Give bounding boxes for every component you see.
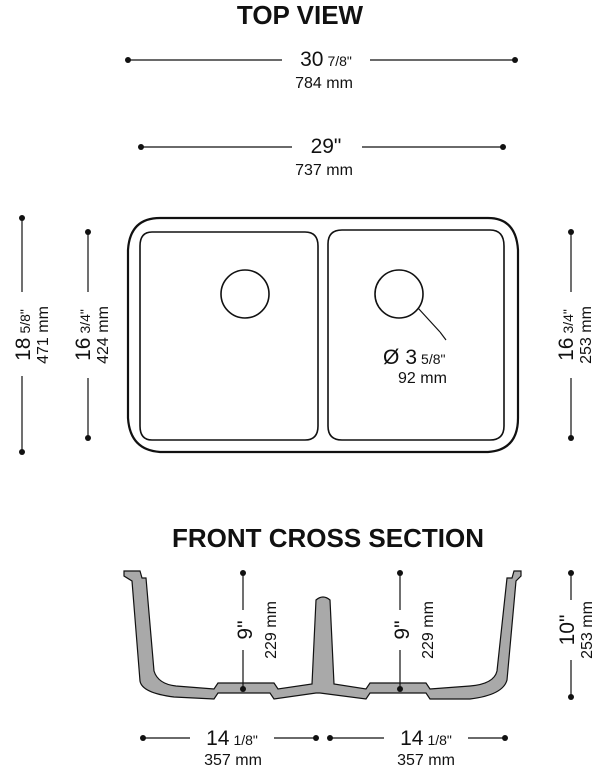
- section-right-width-mm: 357 mm: [397, 752, 455, 769]
- right-bowl-depth-dimension: 163/4" 253 mm: [555, 229, 595, 441]
- right-bowl: [327, 229, 505, 441]
- overall-depth-label: 185/8": [12, 309, 35, 361]
- top-view-title: TOP VIEW: [237, 0, 364, 30]
- inner-width-label: 29": [311, 135, 342, 158]
- section-wall-profile: [123, 570, 522, 700]
- inner-width-dimension: 29" 737 mm: [138, 135, 506, 179]
- left-bowl-depth-label: 163/4": [72, 309, 95, 361]
- drain-diameter-mm: 92 mm: [398, 370, 447, 387]
- overall-depth-mm: 471 mm: [35, 306, 52, 364]
- right-bowl-depth-mm: 253 mm: [578, 306, 595, 364]
- right-drain: [374, 269, 424, 319]
- right-bowl-depth-label: 163/4": [555, 309, 578, 361]
- section-right-depth-mm: 229 mm: [420, 601, 437, 659]
- section-height-mm: 253 mm: [579, 601, 596, 659]
- sink-cross-section: [123, 570, 522, 700]
- section-left-width-mm: 357 mm: [204, 752, 262, 769]
- overall-width-mm: 784 mm: [295, 75, 353, 92]
- section-height-label: 10": [556, 615, 579, 646]
- inner-width-mm: 737 mm: [295, 162, 353, 179]
- left-bowl-depth-mm: 424 mm: [95, 306, 112, 364]
- left-bowl-depth-dimension: 163/4" 424 mm: [72, 229, 112, 441]
- section-left-depth-mm: 229 mm: [263, 601, 280, 659]
- section-right-depth-dimension: 9" 229 mm: [391, 570, 437, 692]
- sink-top-outline: [126, 216, 520, 454]
- section-height-dimension: 10" 253 mm: [556, 570, 596, 700]
- left-drain: [220, 269, 270, 319]
- section-left-depth-dimension: 9" 229 mm: [234, 570, 280, 692]
- left-bowl: [139, 231, 319, 441]
- section-right-depth-label: 9": [391, 620, 414, 639]
- overall-depth-dimension: 185/8" 471 mm: [12, 215, 52, 455]
- front-section-title: FRONT CROSS SECTION: [172, 523, 484, 553]
- section-left-depth-label: 9": [234, 620, 257, 639]
